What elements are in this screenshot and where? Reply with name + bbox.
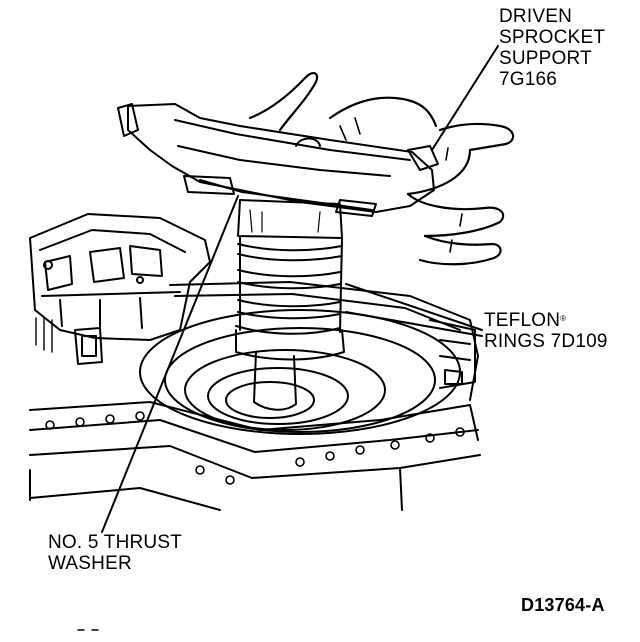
- hands: [248, 72, 515, 266]
- leader-lines: [101, 45, 499, 533]
- label-line: WASHER: [48, 553, 132, 574]
- part-number: RINGS 7D109: [484, 331, 608, 352]
- teflon-rings: [235, 243, 343, 335]
- label-teflon-rings: TEFLON® RINGS 7D109: [484, 310, 608, 352]
- figure-id: D13764-A: [521, 595, 605, 615]
- label-line: SPROCKET: [499, 27, 606, 48]
- label-teflon-word: TEFLON: [484, 310, 561, 331]
- label-line: SUPPORT: [499, 48, 592, 69]
- label-line: TEFLON®: [484, 310, 608, 331]
- part-number: 7G166: [499, 69, 558, 90]
- transmission-case: [29, 213, 481, 511]
- support-shaft: [235, 199, 345, 411]
- label-line: DRIVEN: [499, 6, 572, 27]
- label-line: NO. 5 THRUST: [48, 532, 183, 553]
- registered-mark: ®: [560, 314, 567, 323]
- label-thrust-washer: NO. 5 THRUST WASHER: [48, 532, 182, 574]
- label-driven-sprocket-support: DRIVEN SPROCKET SUPPORT 7G166: [499, 6, 605, 90]
- driven-sprocket-support: [117, 103, 439, 217]
